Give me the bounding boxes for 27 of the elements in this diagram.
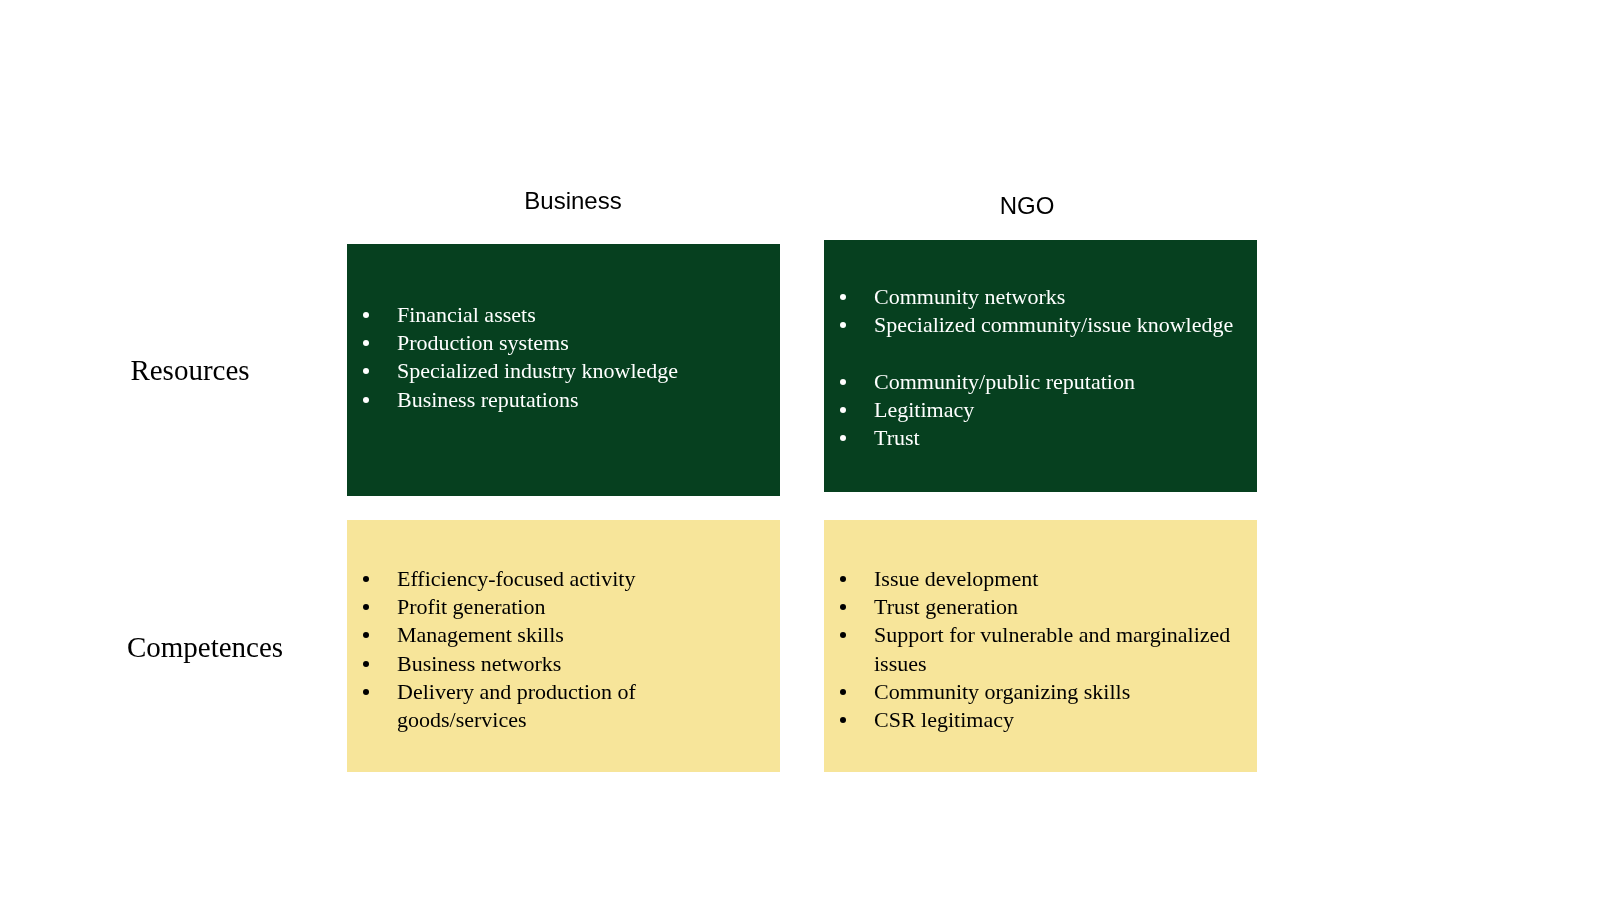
bullet-point: Community networks	[874, 283, 1066, 311]
bullet-point: Trust	[874, 424, 920, 452]
bullet-point: Legitimacy	[874, 395, 975, 424]
column-header: Business	[524, 187, 622, 215]
bullet-point: Support for vulnerable and marginalized issues	[874, 621, 1232, 678]
panel	[824, 520, 1257, 772]
bullet-point: Community/public reputation	[874, 367, 1135, 396]
bullet-point: Profit generation	[397, 593, 546, 622]
bullet-point: Efficiency-focused activity	[397, 565, 636, 593]
bullet-point: Business networks	[397, 649, 562, 678]
bullet-point: Financial assets	[397, 301, 536, 329]
row-header: Resources	[130, 353, 250, 387]
bullet-point: Community organizing skills	[874, 677, 1131, 706]
column-header: NGO	[999, 192, 1055, 220]
bullet-point: Production systems	[397, 329, 569, 358]
bullet-point: Specialized community/issue knowledge	[874, 311, 1234, 340]
bullet-point: Management skills	[397, 621, 564, 650]
panel	[347, 244, 780, 496]
bullet-point: CSR legitimacy	[874, 706, 1014, 734]
bullet-point: Issue development	[874, 565, 1039, 593]
bullet-point: Business reputations	[397, 385, 579, 414]
row-header: Competences	[126, 630, 284, 664]
bullet-point: Trust generation	[874, 593, 1018, 622]
panel	[824, 240, 1257, 492]
panel	[347, 520, 780, 772]
bullet-point: Specialized industry knowledge	[397, 357, 679, 386]
bullet-point: Delivery and production of goods/services	[397, 677, 637, 734]
